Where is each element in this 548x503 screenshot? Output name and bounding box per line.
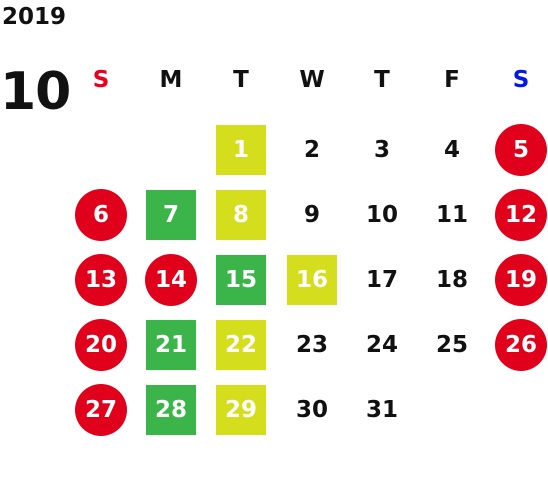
day-cell-26[interactable]: 26 bbox=[495, 319, 547, 371]
weekday-header-5: F bbox=[444, 67, 460, 93]
weekday-header-1: M bbox=[159, 67, 183, 93]
day-cell-7[interactable]: 7 bbox=[146, 190, 196, 240]
weekday-header-2: T bbox=[233, 67, 249, 93]
day-cell-4[interactable]: 4 bbox=[443, 137, 460, 163]
year-label: 2019 bbox=[2, 4, 67, 30]
day-cell-11[interactable]: 11 bbox=[435, 202, 468, 228]
day-cell-1[interactable]: 1 bbox=[216, 125, 266, 175]
day-cell-24[interactable]: 24 bbox=[365, 332, 398, 358]
day-cell-9[interactable]: 9 bbox=[303, 202, 320, 228]
weekday-header-4: T bbox=[374, 67, 390, 93]
day-cell-28[interactable]: 28 bbox=[146, 385, 196, 435]
day-cell-13[interactable]: 13 bbox=[75, 254, 127, 306]
day-cell-23[interactable]: 23 bbox=[295, 332, 328, 358]
day-cell-12[interactable]: 12 bbox=[495, 189, 547, 241]
day-cell-8[interactable]: 8 bbox=[216, 190, 266, 240]
day-cell-22[interactable]: 22 bbox=[216, 320, 266, 370]
day-cell-18[interactable]: 18 bbox=[435, 267, 468, 293]
weekday-header-3: W bbox=[299, 67, 325, 93]
weekday-header-6: S bbox=[512, 67, 530, 93]
day-cell-21[interactable]: 21 bbox=[146, 320, 196, 370]
day-cell-5[interactable]: 5 bbox=[495, 124, 547, 176]
day-cell-25[interactable]: 25 bbox=[435, 332, 468, 358]
day-cell-15[interactable]: 15 bbox=[216, 255, 266, 305]
day-cell-20[interactable]: 20 bbox=[75, 319, 127, 371]
day-cell-27[interactable]: 27 bbox=[75, 384, 127, 436]
day-cell-14[interactable]: 14 bbox=[145, 254, 197, 306]
day-cell-29[interactable]: 29 bbox=[216, 385, 266, 435]
day-cell-17[interactable]: 17 bbox=[365, 267, 398, 293]
day-cell-31[interactable]: 31 bbox=[365, 397, 398, 423]
day-cell-30[interactable]: 30 bbox=[295, 397, 328, 423]
day-cell-3[interactable]: 3 bbox=[373, 137, 390, 163]
day-cell-2[interactable]: 2 bbox=[303, 137, 320, 163]
day-cell-10[interactable]: 10 bbox=[365, 202, 398, 228]
day-cell-16[interactable]: 16 bbox=[287, 255, 337, 305]
day-cell-19[interactable]: 19 bbox=[495, 254, 547, 306]
month-number: 10 bbox=[0, 62, 71, 122]
day-cell-6[interactable]: 6 bbox=[75, 189, 127, 241]
weekday-header-0: S bbox=[92, 67, 110, 93]
